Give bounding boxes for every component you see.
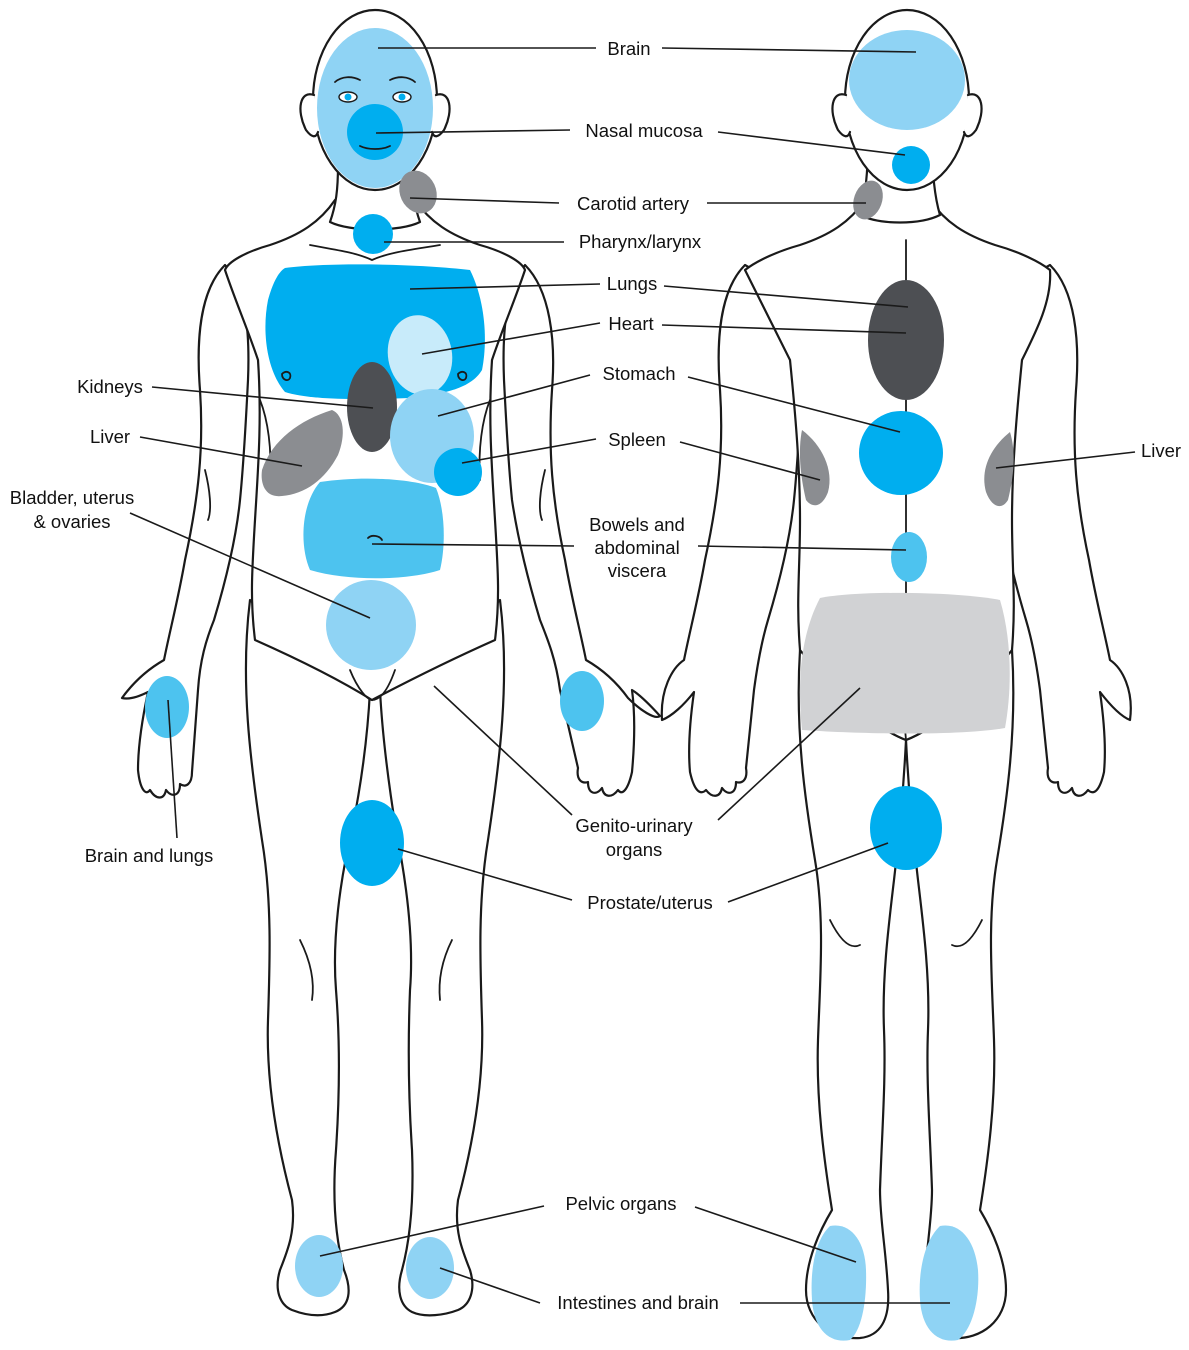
front-right-leg <box>380 600 504 1315</box>
zone-back-neck <box>892 146 930 184</box>
right-iris <box>399 94 406 101</box>
left-iris <box>345 94 352 101</box>
zone-back-stomach <box>859 411 943 495</box>
zone-front-spleen <box>434 448 482 496</box>
label-nasal-mucosa: Nasal mucosa <box>585 120 703 141</box>
label-bladder-1: Bladder, uterus <box>10 487 134 508</box>
zone-back-thighs <box>870 786 942 870</box>
zone-front-right-palm <box>560 671 604 731</box>
zone-front-left-foot <box>295 1235 343 1297</box>
label-lungs: Lungs <box>607 273 657 294</box>
label-bowels-1: Bowels and <box>589 514 685 535</box>
zone-back-head <box>849 30 965 130</box>
zone-back-left-sole <box>812 1225 867 1340</box>
label-prostate-uterus: Prostate/uterus <box>587 892 712 913</box>
label-brain-and-lungs: Brain and lungs <box>85 845 214 866</box>
label-pelvic-organs: Pelvic organs <box>565 1193 676 1214</box>
zone-back-buttocks <box>800 593 1010 734</box>
label-bowels-3: viscera <box>608 560 667 581</box>
label-spleen: Spleen <box>608 429 666 450</box>
label-stomach: Stomach <box>602 363 675 384</box>
zone-front-pharynx <box>353 214 393 254</box>
label-genito-2: organs <box>606 839 663 860</box>
label-kidneys: Kidneys <box>77 376 143 397</box>
label-bladder-2: & ovaries <box>33 511 110 532</box>
zone-front-left-palm <box>145 676 189 738</box>
zone-front-thighs <box>340 800 404 886</box>
label-liver-right: Liver <box>1141 440 1181 461</box>
zone-front-bladder <box>326 580 416 670</box>
zone-front-bowels <box>303 479 443 579</box>
label-brain: Brain <box>607 38 650 59</box>
zone-front-right-foot <box>406 1237 454 1299</box>
zone-back-lumbar <box>891 532 927 582</box>
label-bowels-2: abdominal <box>594 537 679 558</box>
label-intestines-and-brain: Intestines and brain <box>557 1292 718 1313</box>
front-zones <box>145 28 604 1299</box>
label-carotid-artery: Carotid artery <box>577 193 690 214</box>
label-heart: Heart <box>608 313 653 334</box>
label-pharynx-larynx: Pharynx/larynx <box>579 231 702 252</box>
label-genito-1: Genito-urinary <box>575 815 693 836</box>
label-liver-left: Liver <box>90 426 130 447</box>
zone-back-lungs <box>868 280 944 400</box>
